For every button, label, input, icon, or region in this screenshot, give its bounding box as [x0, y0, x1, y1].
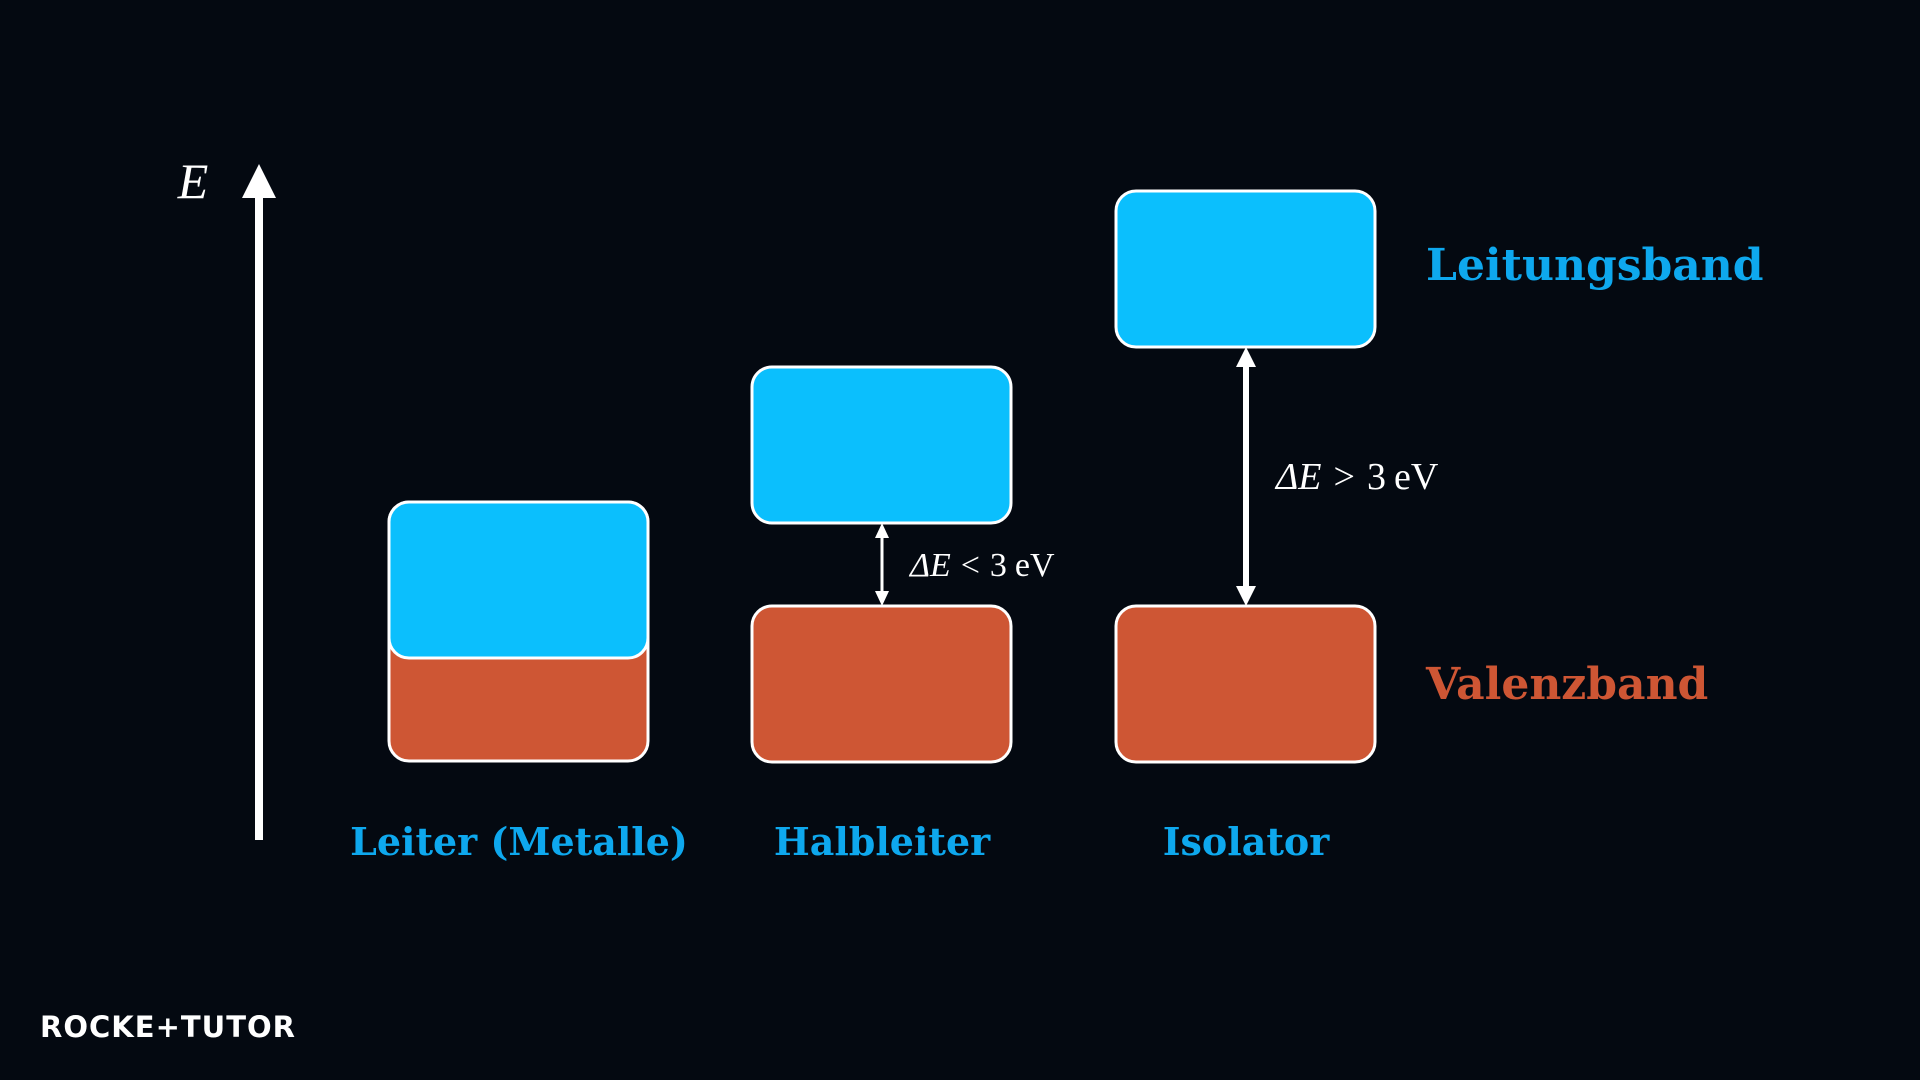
- valence-band-label: Valenzband: [1425, 659, 1708, 710]
- halbleiter-gap-arrowhead-down: [875, 591, 889, 606]
- rocket-tutor-logo: ROCKE+TUTOR: [40, 1010, 296, 1044]
- halbleiter-gap-prefix: ΔE: [908, 547, 951, 584]
- isolator-gap-unit: eV: [1394, 456, 1439, 498]
- logo-part-1: ROCKE: [40, 1010, 156, 1044]
- halbleiter-label: Halbleiter: [774, 819, 991, 864]
- halbleiter-gap-unit: eV: [1015, 547, 1055, 584]
- isolator-gap-value: 3: [1367, 456, 1386, 498]
- isolator-gap-prefix: ΔE: [1274, 456, 1322, 498]
- energy-axis-arrowhead: [242, 164, 276, 198]
- halbleiter-gap-arrowhead-up: [875, 523, 889, 538]
- logo-plus-mark: +: [155, 1010, 181, 1044]
- conduction-band-label: Leitungsband: [1426, 240, 1764, 291]
- halbleiter-valence-band: [750, 604, 1013, 764]
- leiter-label: Leiter (Metalle): [350, 819, 688, 864]
- isolator-conduction-band: [1114, 189, 1377, 349]
- isolator-gap-arrowhead-down: [1236, 586, 1256, 606]
- logo-part-3: TUTOR: [180, 1010, 296, 1044]
- isolator-label: Isolator: [1163, 819, 1330, 864]
- energy-axis-label: E: [177, 153, 209, 209]
- isolator-gap-arrowhead-up: [1236, 347, 1256, 367]
- leiter-conduction-band: [387, 500, 650, 660]
- isolator-valence-band: [1114, 604, 1377, 764]
- halbleiter-gap-value: 3: [990, 547, 1007, 584]
- halbleiter-conduction-band: [750, 365, 1013, 525]
- halbleiter-gap-relation: <: [961, 547, 980, 584]
- isolator-gap-relation: >: [1334, 456, 1355, 498]
